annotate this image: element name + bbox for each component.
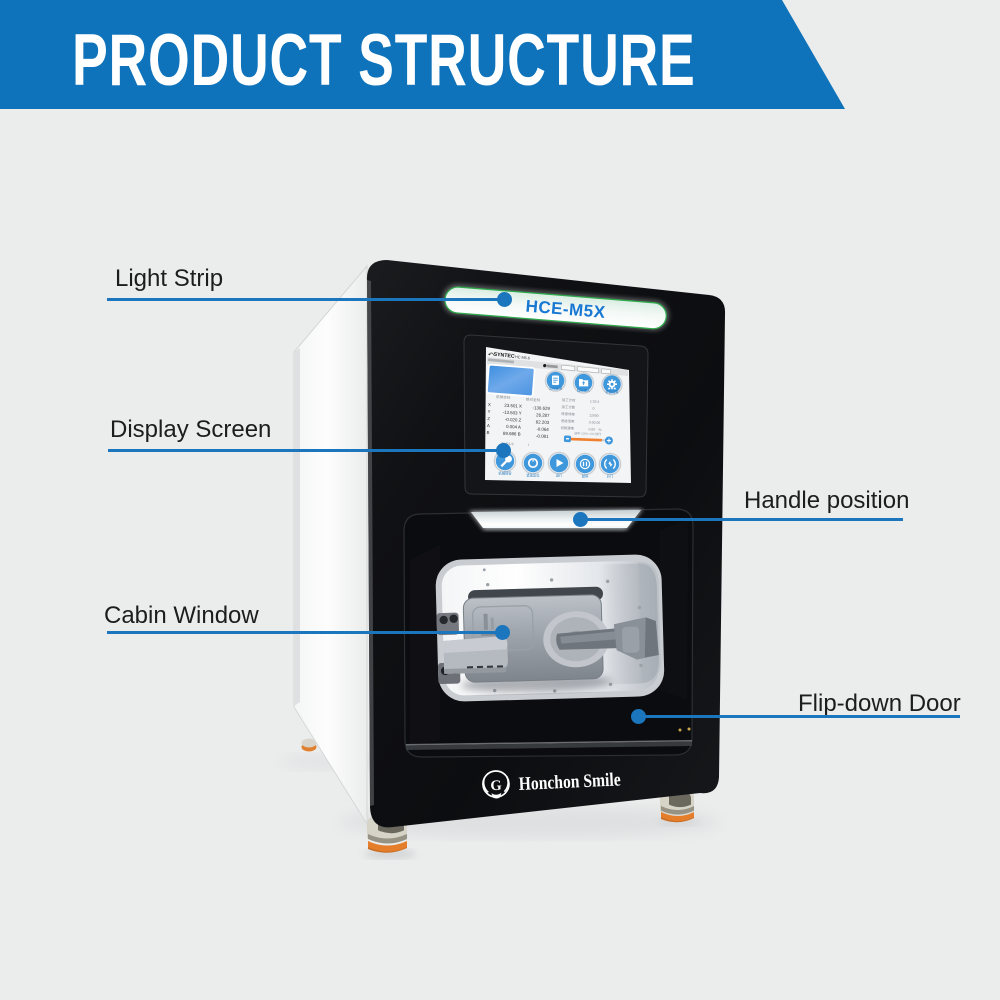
svg-text:暂停: 暂停 [582,474,589,479]
svg-text:0.00.00: 0.00.00 [589,420,601,425]
svg-text:89.986 B: 89.986 B [503,431,521,437]
svg-text:机械坐标: 机械坐标 [496,394,511,400]
svg-text:-13.503 Y: -13.503 Y [503,410,522,416]
svg-text:0: 0 [592,407,594,411]
svg-text:-0.064: -0.064 [536,426,549,432]
svg-text:-0.081: -0.081 [536,433,549,439]
svg-text:A: A [487,423,490,428]
svg-text:进给倍率: 进给倍率 [561,418,575,424]
svg-text:1:32:4: 1:32:4 [590,399,600,403]
svg-text:⤺SYNTEC: ⤺SYNTEC [488,351,515,360]
svg-text:HC M5.6: HC M5.6 [515,355,530,361]
svg-text:参数设置: 参数设置 [605,389,619,394]
svg-text:文件管理: 文件管理 [549,386,563,391]
svg-text:Honchon Smile: Honchon Smile [518,769,621,795]
svg-text:加工计数: 加工计数 [561,404,575,410]
svg-text:转速倾率: 转速倾率 [561,411,575,417]
svg-text:0.00: 0.00 [588,427,595,431]
svg-text:-130.629: -130.629 [532,405,550,411]
svg-text:切削速率: 切削速率 [560,425,574,431]
svg-text:%: % [598,428,601,432]
svg-text:程序输入: 程序输入 [577,388,591,393]
svg-text:62.203: 62.203 [536,419,550,425]
svg-text:紧急复位: 紧急复位 [526,473,540,478]
svg-text:12000: 12000 [589,413,599,417]
svg-text:加工计时: 加工计时 [562,397,576,403]
svg-text:23.501 X: 23.501 X [504,403,522,409]
svg-text:I: I [528,443,529,447]
svg-text:Z: Z [487,416,490,421]
svg-text:开门: 开门 [607,474,614,479]
svg-text:运行: 运行 [556,473,563,478]
svg-text:速率 100% 100 操作: 速率 100% 100 操作 [574,430,601,436]
svg-text:B: B [486,430,489,435]
svg-text:-0.020 Z: -0.020 Z [505,417,522,423]
svg-text:X: X [488,402,491,407]
svg-text:0.004 A: 0.004 A [506,424,521,430]
svg-text:26.287: 26.287 [536,412,550,418]
svg-text:G: G [490,778,502,794]
svg-text:机械回零: 机械回零 [498,471,512,476]
svg-text:Y: Y [488,409,491,414]
svg-text:绝对坐标: 绝对坐标 [526,397,541,403]
